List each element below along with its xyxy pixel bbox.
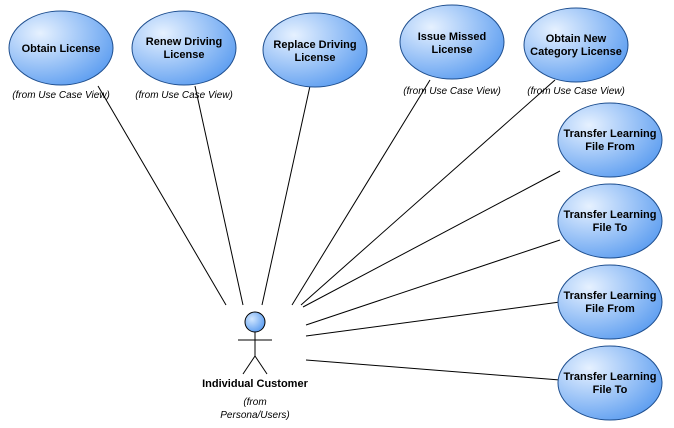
use-case-transfer-learning-file-to-1[interactable]: Transfer Learning File To [557, 183, 663, 259]
use-case-label-line2: File To [593, 384, 628, 396]
use-case-obtain-license[interactable]: Obtain License (from Use Case View) [8, 10, 114, 101]
use-case-origin-note: (from Use Case View) [12, 90, 110, 101]
use-case-label: Renew Driving [146, 36, 222, 48]
association-obtain-license [97, 85, 227, 306]
association-transfer-learning-file-to-2 [305, 359, 561, 381]
use-case-issue-missed-license[interactable]: Issue Missed License (from Use Case View… [399, 4, 505, 97]
association-transfer-learning-file-from-1 [302, 170, 561, 308]
use-case-label: Transfer Learning [564, 371, 657, 383]
associations [97, 79, 561, 381]
use-case-replace-driving-license[interactable]: Replace Driving License [262, 12, 368, 88]
use-case-label-line2: File From [585, 141, 635, 153]
use-case-label-line2: Category License [530, 46, 622, 58]
association-transfer-learning-file-from-2 [305, 301, 561, 337]
actor-name: Individual Customer [202, 378, 308, 390]
actor-origin-note-line1: (from [243, 397, 266, 408]
use-case-obtain-new-category-license[interactable]: Obtain New Category License (from Use Ca… [523, 7, 629, 97]
use-case-label: Obtain New [546, 33, 607, 45]
use-case-ellipse [523, 7, 629, 83]
use-case-ellipse [557, 264, 663, 340]
use-case-label-line2: License [432, 44, 473, 56]
use-case-ellipse [131, 10, 237, 86]
use-case-ellipse [8, 10, 114, 86]
use-case-ellipse [557, 345, 663, 421]
use-case-origin-note: (from Use Case View) [527, 86, 625, 97]
use-case-label-line2: File From [585, 303, 635, 315]
use-case-transfer-learning-file-from-1[interactable]: Transfer Learning File From [557, 102, 663, 178]
association-obtain-new-category-license [300, 79, 556, 306]
association-replace-driving-license [261, 85, 311, 306]
actor-left-leg [242, 355, 256, 375]
use-case-label-line2: License [295, 52, 336, 64]
use-case-origin-note: (from Use Case View) [403, 86, 501, 97]
use-case-ellipse [262, 12, 368, 88]
association-renew-driving-license [194, 85, 244, 306]
use-case-label: Issue Missed [418, 31, 486, 43]
use-case-ellipse [557, 183, 663, 259]
use-case-label-line2: File To [593, 222, 628, 234]
use-case-transfer-learning-file-to-2[interactable]: Transfer Learning File To [557, 345, 663, 421]
actor-head-icon [244, 311, 266, 333]
use-case-label: Replace Driving [273, 39, 356, 51]
actor-right-leg [254, 355, 268, 375]
use-case-label: Obtain License [22, 43, 101, 55]
association-issue-missed-license [291, 79, 431, 306]
use-case-ellipse [399, 4, 505, 80]
use-case-label-line2: License [164, 49, 205, 61]
association-transfer-learning-file-to-1 [305, 239, 561, 326]
actor-individual-customer[interactable]: Individual Customer (from Persona/Users) [202, 311, 309, 421]
actor-origin-note-line2: Persona/Users) [220, 410, 289, 421]
use-case-origin-note: (from Use Case View) [135, 90, 233, 101]
use-case-label: Transfer Learning [564, 128, 657, 140]
use-case-label: Transfer Learning [564, 290, 657, 302]
use-case-label: Transfer Learning [564, 209, 657, 221]
use-case-ellipse [557, 102, 663, 178]
use-case-renew-driving-license[interactable]: Renew Driving License (from Use Case Vie… [131, 10, 237, 101]
use-case-transfer-learning-file-from-2[interactable]: Transfer Learning File From [557, 264, 663, 340]
